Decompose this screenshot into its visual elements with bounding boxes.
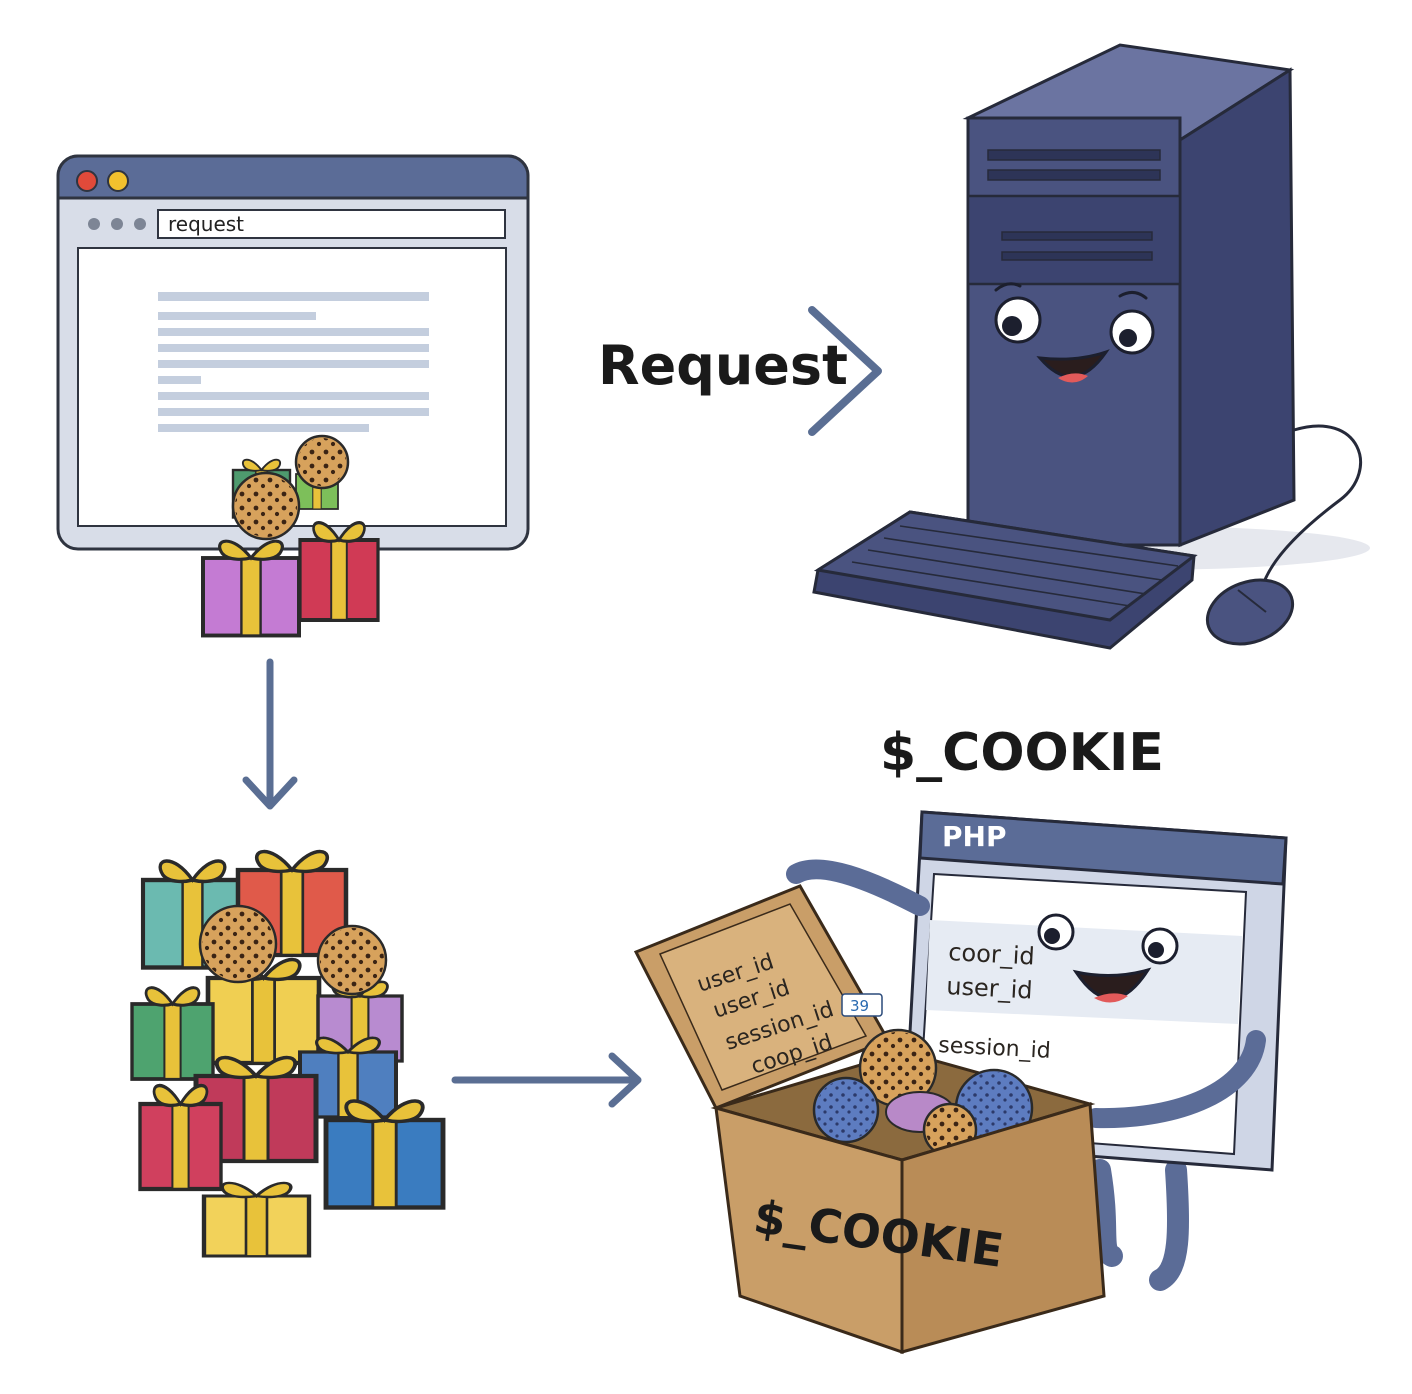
php-field-2: session_id — [938, 1033, 1052, 1064]
address-bar[interactable] — [157, 209, 506, 239]
php-title: PHP — [942, 820, 1006, 853]
browser-window: request — [56, 154, 530, 636]
mouse-cable — [1260, 424, 1363, 589]
cookie-heading: $_COOKIE — [880, 723, 1164, 783]
php-face — [1037, 913, 1179, 1003]
keyboard-icon — [812, 510, 1198, 650]
gift-pile — [130, 852, 443, 1256]
gift-cluster-small — [203, 434, 378, 636]
mouse-icon — [1205, 578, 1295, 646]
cookie-box: user_id user_id session_id coop_id 39 $_… — [633, 884, 1106, 1355]
content-lines — [158, 292, 429, 432]
minimize-dot-icon — [107, 170, 129, 192]
tag-text: 39 — [850, 997, 869, 1015]
happy-face — [994, 282, 1155, 383]
arrow-down-icon — [242, 658, 298, 810]
server-tower — [910, 43, 1370, 589]
chevron-right-icon — [808, 306, 882, 436]
close-dot-icon — [76, 170, 98, 192]
php-field-1: user_id — [946, 972, 1034, 1004]
arrow-right-icon — [451, 1052, 642, 1108]
request-label: Request — [598, 334, 848, 397]
address-text: request — [168, 212, 244, 236]
php-field-0: coor_id — [948, 938, 1036, 970]
